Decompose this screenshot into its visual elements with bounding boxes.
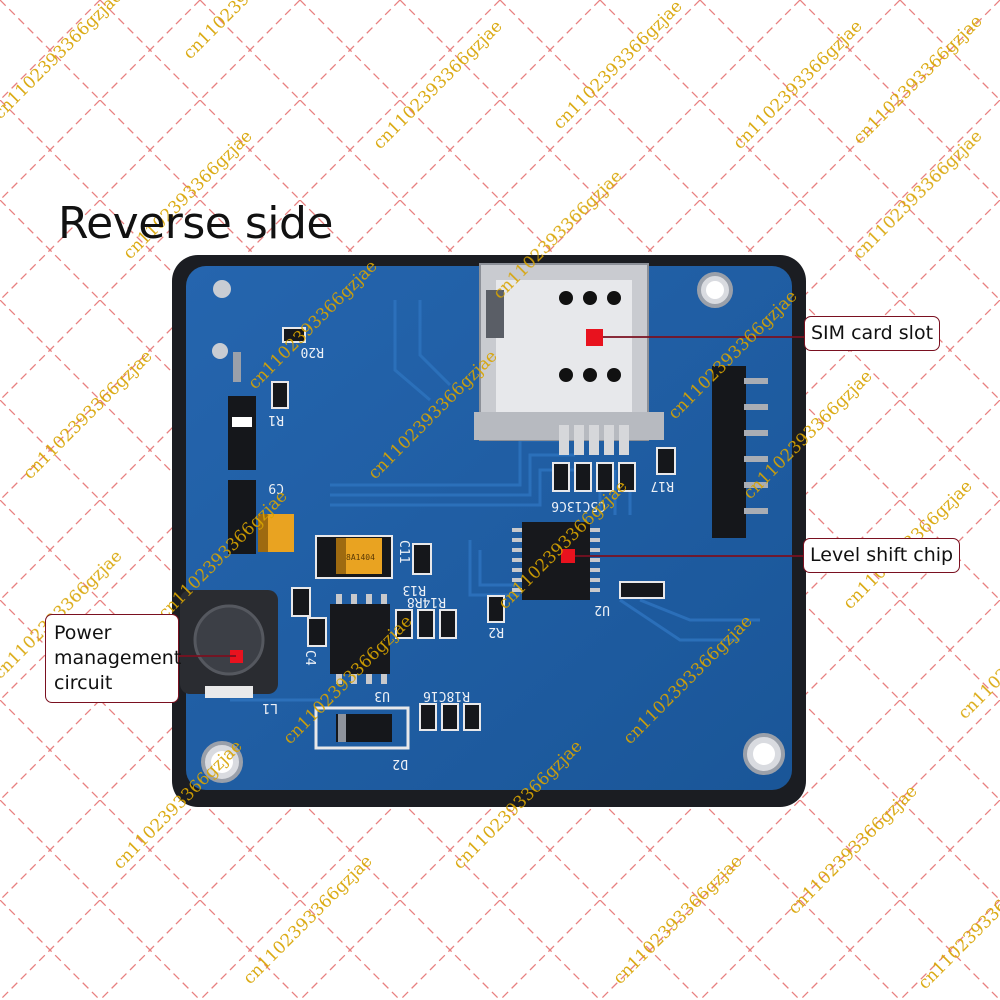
callout-label: SIM card slot (811, 322, 934, 344)
smd-components (271, 327, 676, 731)
silk-c5c13c6: C5C13C6 (551, 498, 606, 513)
callout-line: Power (54, 622, 112, 644)
callout-line: management (54, 647, 182, 669)
page-title: Reverse side (58, 198, 334, 249)
silk-u3: U3 (374, 688, 390, 703)
tantalum-marking: 8A1404 (346, 553, 375, 562)
pin-header (712, 366, 768, 538)
silk-r17: R17 (651, 478, 674, 493)
callout-label: Level shift chip (810, 544, 954, 566)
level-shift-marker (561, 549, 575, 563)
tantalum-capacitors (258, 514, 393, 579)
silk-r1: R1 (268, 412, 284, 427)
silk-l1: L1 (262, 700, 278, 715)
silk-d2: D2 (392, 756, 408, 771)
mounting-holes (201, 272, 785, 783)
diode-d2 (314, 706, 410, 750)
jumper-headers (228, 352, 256, 554)
sim-slot-marker (586, 329, 603, 346)
silk-c9: C9 (268, 480, 284, 495)
level-shift-chip-callout: Level shift chip (803, 538, 961, 573)
silk-c4: C4 (302, 650, 317, 666)
silk-u2: U2 (594, 602, 610, 617)
power-management-callout: Power management circuit (45, 614, 182, 703)
power-marker (230, 650, 243, 663)
silk-r18c16: R18C16 (423, 688, 470, 703)
callout-line: circuit (54, 672, 113, 694)
silk-r14r8: R14R8 (407, 594, 446, 609)
silk-c11: C11 (396, 540, 411, 563)
regulator-chip-u3 (330, 594, 390, 684)
level-shift-chip-u2 (512, 522, 600, 600)
sim-card-slot (474, 263, 664, 455)
silk-r13: R13 (403, 582, 426, 597)
silk-r20: R20 (301, 344, 324, 359)
power-inductor (180, 590, 278, 698)
pcb-traces (230, 300, 760, 702)
silk-r2: R2 (488, 624, 504, 639)
sim-card-slot-callout: SIM card slot (804, 316, 941, 351)
